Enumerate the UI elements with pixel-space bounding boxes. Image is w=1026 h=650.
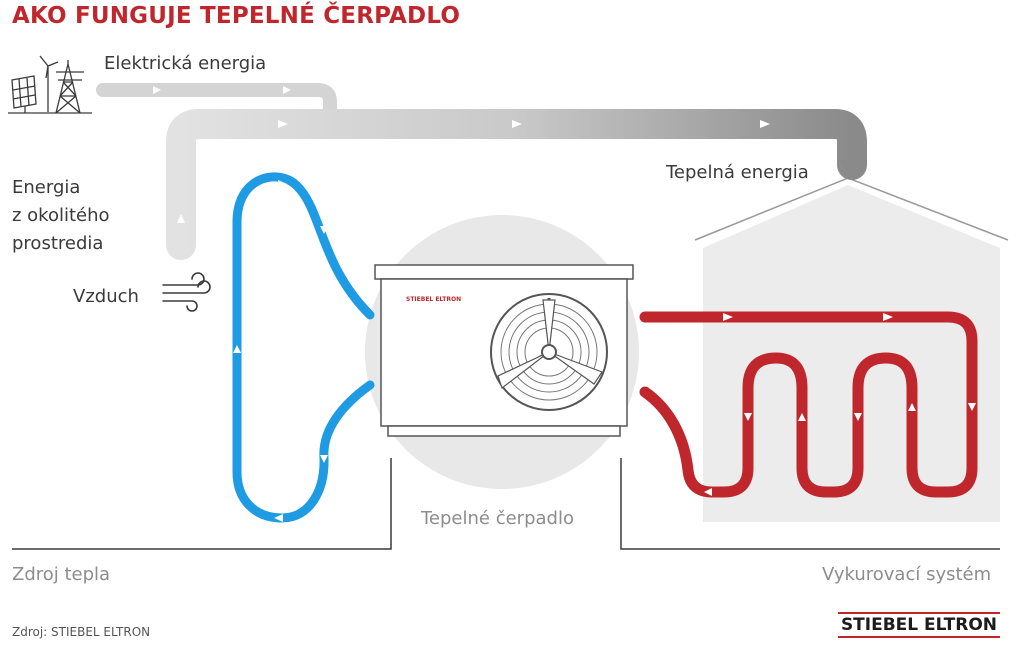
heating-system-label: Vykurovací systém (822, 564, 992, 585)
power-pylon-icon (55, 60, 84, 114)
ambient-energy-label-line1: Energia (12, 177, 81, 198)
page-title: AKO FUNGUJE TEPELNÉ ČERPADLO (12, 3, 461, 29)
ground-line (12, 458, 1000, 550)
energy-source-icons (8, 55, 92, 114)
source-credit: Zdroj: STIEBEL ELTRON (12, 625, 151, 639)
heating-circuit (639, 311, 978, 498)
energy-flow (96, 83, 867, 260)
ambient-energy-label-line3: prostredia (12, 233, 104, 254)
air-label: Vzduch (73, 286, 139, 307)
heat-pump-label: Tepelné čerpadlo (421, 508, 574, 529)
wind-turbine-icon (39, 55, 59, 112)
house (694, 177, 1009, 522)
air-wind-icon (162, 272, 211, 312)
thermal-energy-label: Tepelná energia (666, 162, 809, 183)
ambient-energy-label-line2: z okolitého (12, 205, 110, 226)
heat-pump-unit (374, 264, 634, 437)
solar-panel-icon (11, 75, 37, 113)
electric-energy-label: Elektrická energia (104, 53, 267, 74)
unit-brand-label: STIEBEL ELTRON (406, 296, 462, 303)
source-circuit (232, 172, 375, 523)
electric-energy-pipe (96, 83, 337, 119)
energy-arrows (153, 86, 770, 223)
brand-logo: STIEBEL ELTRON (838, 612, 1000, 638)
heat-source-label: Zdroj tepla (12, 564, 111, 585)
fan-icon (490, 293, 608, 411)
